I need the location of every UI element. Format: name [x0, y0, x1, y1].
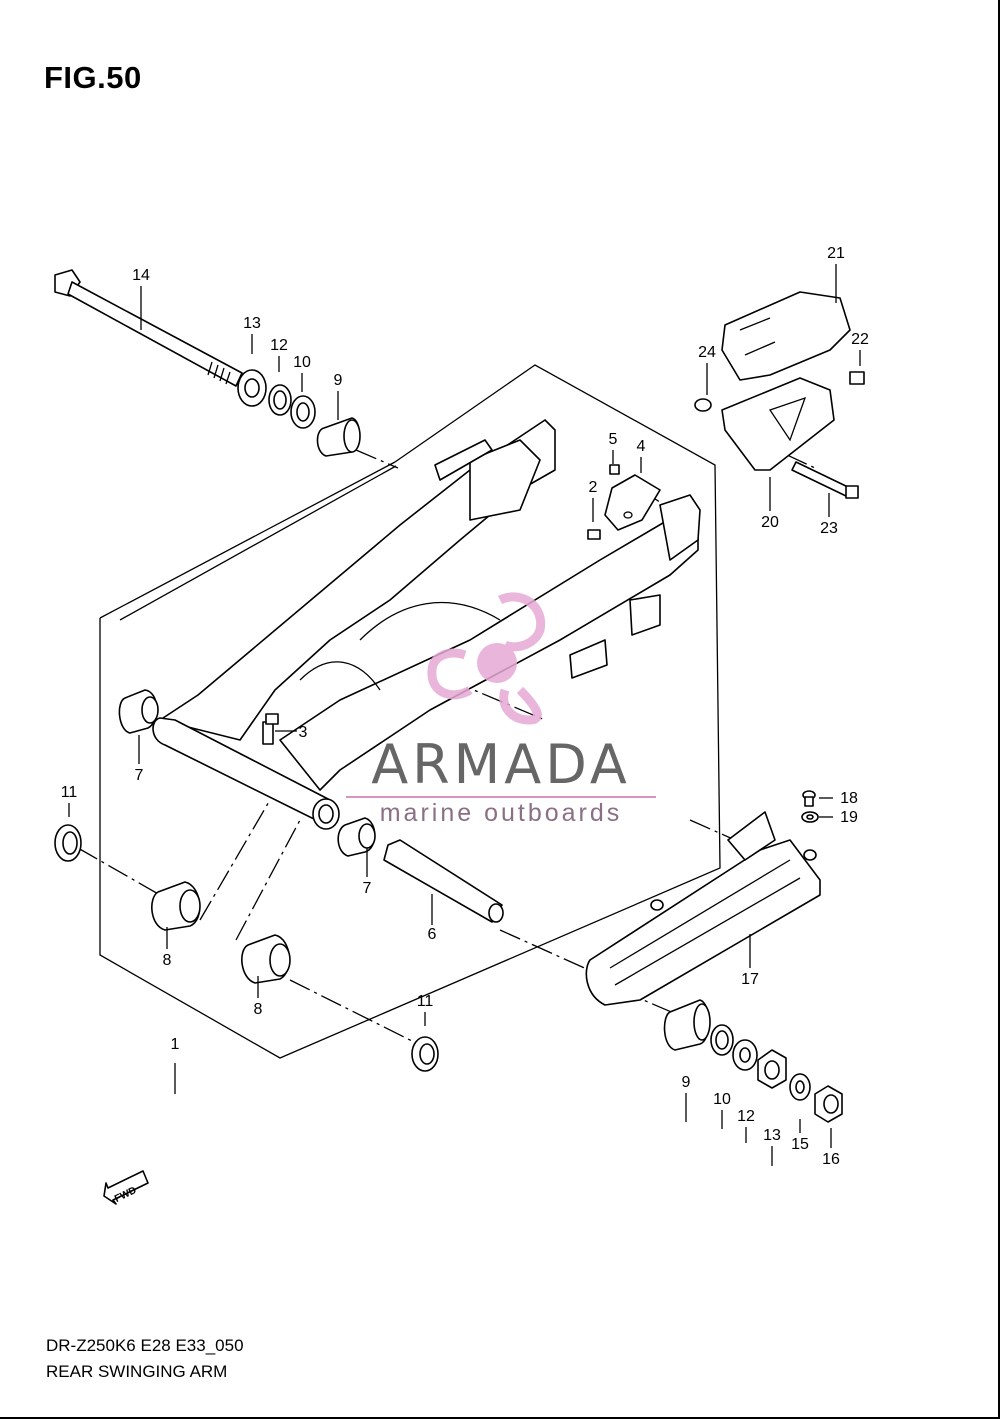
- part-number-14: 14: [132, 267, 150, 284]
- part-number-24: 24: [698, 344, 716, 361]
- chain-buffer-screw: [801, 790, 819, 823]
- part-number-12: 12: [270, 337, 288, 354]
- part-number-15: 15: [791, 1136, 809, 1153]
- part-callouts: 1234567788991010111112121313141516171819…: [61, 245, 869, 1168]
- sensor-bracket: [587, 464, 661, 540]
- part-number-21: 21: [827, 245, 845, 262]
- diagram-code: DR-Z250K6 E28 E33_050: [46, 1336, 244, 1355]
- pivot-shaft: [54, 269, 243, 387]
- part-number-10: 10: [293, 354, 311, 371]
- part-number-2: 2: [589, 479, 598, 496]
- part-number-13: 13: [763, 1127, 781, 1144]
- assembly-outline: [99, 364, 721, 1059]
- part-number-8: 8: [254, 1001, 263, 1018]
- swing-arm: [152, 419, 701, 830]
- part-number-13: 13: [243, 315, 261, 332]
- part-number-20: 20: [761, 514, 779, 531]
- part-number-10: 10: [713, 1091, 731, 1108]
- grease-nipple: [262, 713, 279, 745]
- part-number-22: 22: [851, 331, 869, 348]
- bushings-and-bearings: [54, 689, 504, 1072]
- part-number-9: 9: [334, 372, 343, 389]
- part-number-19: 19: [840, 809, 858, 826]
- watermark: ARMADA marine outboards: [346, 736, 656, 828]
- watermark-tagline: marine outboards: [379, 799, 623, 827]
- part-number-4: 4: [637, 438, 646, 455]
- part-number-11: 11: [417, 993, 434, 1010]
- part-number-17: 17: [741, 971, 759, 988]
- right-hardware-stack: [663, 999, 843, 1123]
- part-number-6: 6: [428, 926, 437, 943]
- part-number-11: 11: [61, 784, 78, 801]
- diagram-caption: REAR SWINGING ARM: [46, 1362, 228, 1381]
- chain-guide: [694, 291, 865, 499]
- watermark-logo-icon: [427, 592, 546, 725]
- part-number-7: 7: [135, 767, 144, 784]
- part-number-1: 1: [171, 1036, 180, 1053]
- part-number-7: 7: [363, 880, 372, 897]
- part-number-8: 8: [163, 952, 172, 969]
- forward-arrow-icon: FWD: [103, 1170, 149, 1205]
- part-number-18: 18: [840, 790, 858, 807]
- part-number-23: 23: [820, 520, 838, 537]
- diagram-footer: DR-Z250K6 E28 E33_050 REAR SWINGING ARM: [46, 1333, 244, 1385]
- part-number-16: 16: [822, 1151, 840, 1168]
- watermark-brand: ARMADA: [371, 733, 631, 796]
- part-number-12: 12: [737, 1108, 755, 1125]
- figure-title: FIG.50: [44, 60, 142, 95]
- chain-buffer: [585, 811, 821, 1006]
- part-number-9: 9: [682, 1074, 691, 1091]
- part-number-3: 3: [299, 724, 308, 741]
- part-number-5: 5: [609, 431, 618, 448]
- left-hardware-stack: [237, 369, 361, 457]
- watermark-divider: [346, 796, 656, 798]
